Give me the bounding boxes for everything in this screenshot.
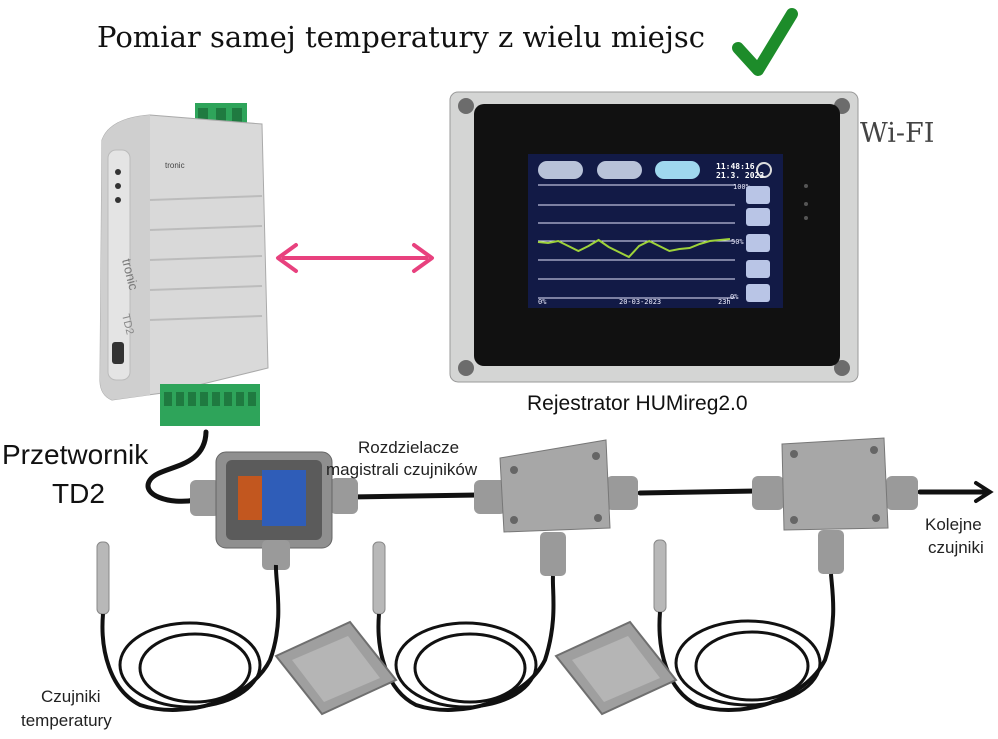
box-lid-1 — [274, 620, 398, 716]
screen-zoom-button[interactable] — [746, 234, 770, 252]
device-model-side: TD2 — [119, 313, 136, 336]
screen-fast-back-button[interactable] — [746, 284, 770, 302]
temperature-sensor-1 — [96, 541, 281, 712]
converter-label-line2: TD2 — [52, 478, 105, 509]
temperature-sensor-3 — [653, 539, 836, 712]
recorder-label: Rejestrator HUMireg2.0 — [527, 392, 748, 415]
screen-x-date: 20-03-2023 — [619, 298, 661, 306]
screen-x-end: 23h — [718, 298, 731, 306]
screen-forward-button[interactable] — [746, 208, 770, 226]
screen-y-top: 100% — [733, 183, 751, 191]
page-title: Pomiar samej temperatury z wielu miejsc — [97, 20, 705, 54]
humireg-recorder: 11:48:16 21.3. 2023 100% 50% 0% 0% 20-03… — [449, 91, 859, 383]
next-sensors-label-line2: czujniki — [928, 538, 984, 557]
screen-eye-button[interactable] — [538, 161, 583, 179]
sensors-label-line1: Czujniki — [41, 687, 101, 706]
check-icon — [732, 8, 798, 76]
td2-converter: tronic tronic TD2 — [99, 103, 269, 426]
screen-fast-forward-button[interactable] — [746, 186, 770, 204]
junction-box-3 — [752, 437, 918, 574]
device-brand-top: tronic — [165, 161, 185, 170]
temperature-sensor-2 — [372, 541, 556, 712]
screen-y-mid: 50% — [731, 238, 744, 246]
sensors-label-line2: temperatury — [21, 711, 112, 730]
screen-y-bottom: 0% — [730, 293, 739, 301]
bidirectional-arrow — [276, 243, 434, 273]
screen-table-button[interactable] — [597, 161, 642, 179]
next-sensors-label-line1: Kolejne — [925, 515, 982, 534]
wifi-label: Wi-FI — [860, 118, 935, 149]
screen-chart-button[interactable] — [655, 161, 700, 179]
screen-x-start: 0% — [538, 298, 547, 306]
screen-temperature-line — [537, 238, 731, 259]
splitter-label-line1: Rozdzielacze — [358, 438, 460, 457]
bus-arrow-head — [974, 481, 994, 503]
screen-gear-icon[interactable] — [756, 162, 772, 178]
screen-time: 11:48:16 — [716, 162, 755, 171]
splitter-label-line2: magistrali czujników — [326, 460, 478, 479]
junction-box-open — [190, 451, 358, 570]
converter-label-line1: Przetwornik — [2, 439, 149, 470]
box-lid-2 — [554, 620, 678, 716]
junction-box-2 — [474, 439, 638, 576]
bus-cable — [145, 429, 991, 504]
screen-date: 21.3. 2023 — [716, 171, 764, 180]
screen-back-button[interactable] — [746, 260, 770, 278]
